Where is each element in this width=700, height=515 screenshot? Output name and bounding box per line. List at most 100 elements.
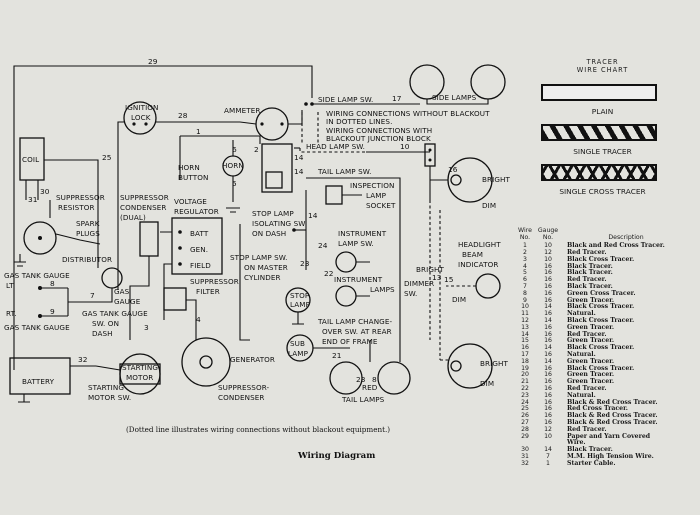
batt-label: BATT <box>190 229 209 238</box>
tracer-wire-chart: TRACER WIRE CHART PLAIN SINGLE TRACER SI… <box>535 58 670 204</box>
gauge-no-cell: 14 <box>544 344 552 352</box>
diagram-title: Wiring Diagram <box>298 451 376 461</box>
description-cell: Natural. <box>567 310 596 318</box>
gen-label: GEN. <box>190 245 208 254</box>
gauge-no-cell: 16 <box>544 384 552 392</box>
description-cell: Green Tracer. <box>567 378 615 386</box>
plain-swatch <box>541 84 657 101</box>
description-cell: Red Tracer. <box>567 248 607 256</box>
description-cell: Green Tracer. <box>567 296 615 304</box>
plain-label: PLAIN <box>591 107 614 116</box>
generator: GENERATOR <box>181 337 275 387</box>
table-row: Wire. <box>513 439 693 447</box>
description-cell: Black & Red Cross Tracer. <box>567 412 658 420</box>
description-cell: Black Cross Tracer. <box>567 364 635 372</box>
gauge-no-cell: 16 <box>544 262 552 270</box>
condenser-label: CONDENSER <box>218 393 265 402</box>
description-cell: Starter Cable. <box>567 459 616 467</box>
svg-text:22: 22 <box>324 269 333 278</box>
description-cell: Green Cross Tracer. <box>567 289 636 297</box>
single-tracer-swatch <box>541 124 657 141</box>
lock-label: LOCK <box>131 113 151 122</box>
tail-lamp-changeover-label: TAIL LAMP CHANGE- <box>317 317 392 326</box>
beam-indicator-lamp <box>475 273 501 299</box>
gauge-no-cell: 16 <box>544 269 552 277</box>
battery: BATTERY <box>9 357 71 395</box>
description-cell: Black Cross Tracer. <box>567 316 635 324</box>
lt-label: LT. <box>6 281 15 290</box>
horn: HORN <box>222 155 244 177</box>
svg-text:14: 14 <box>308 211 318 220</box>
description-cell: M.M. High Tension Wire. <box>567 452 654 460</box>
lower-bright-label: BRIGHT <box>480 359 509 368</box>
wire-no-cell: 23 <box>521 391 529 399</box>
svg-text:1: 1 <box>196 127 201 136</box>
tracer-chart-subtitle: WIRE CHART <box>576 66 629 74</box>
description-cell: Black Tracer. <box>567 446 613 454</box>
suppressor-resistor-label-2: RESISTOR <box>58 203 95 212</box>
instrument-lamps-label: INSTRUMENT <box>334 275 383 284</box>
description-cell: Black & Red Cross Tracer. <box>567 398 658 406</box>
coil-label: COIL <box>22 155 39 164</box>
inspection-label: INSPECTION <box>350 181 395 190</box>
gas-gauge <box>101 267 123 289</box>
suppressor-condenser-dual-label: SUPPRESSOR <box>120 193 169 202</box>
svg-text:13: 13 <box>432 273 442 282</box>
gauge-no-header: No. <box>542 233 554 241</box>
gauge-no-cell: 16 <box>544 418 552 426</box>
svg-text:15: 15 <box>444 275 454 284</box>
wire-no-cell: 2 <box>523 248 527 256</box>
svg-text:28: 28 <box>178 111 188 120</box>
wire-no-cell: 15 <box>521 337 529 345</box>
rt-label: RT. <box>6 309 17 318</box>
generator-label: GENERATOR <box>230 355 275 364</box>
wire-no-cell: 31 <box>521 452 529 460</box>
svg-text:23: 23 <box>356 375 366 384</box>
starting-label: STARTING <box>122 363 158 372</box>
svg-text:16: 16 <box>448 165 458 174</box>
gas-label: GAS <box>114 287 130 296</box>
isolating-sw-label: ISOLATING SW <box>252 219 305 228</box>
wire-no-cell: 7 <box>523 282 527 290</box>
wire-header: Wire <box>518 227 532 234</box>
svg-text:17: 17 <box>392 94 402 103</box>
condenser-dual-label-3: (DUAL) <box>120 213 146 222</box>
spark-label: SPARK <box>76 219 100 228</box>
svg-text:6: 6 <box>232 145 237 154</box>
end-of-frame-label: END OF FRAME <box>322 337 378 346</box>
bright-label: BRIGHT <box>482 175 510 184</box>
instrument-lamp-2 <box>335 285 357 307</box>
dimmer-sw-label: SW. <box>404 289 417 298</box>
description-cell: Green Tracer. <box>567 357 615 365</box>
starting-motor: STARTING MOTOR <box>119 353 161 395</box>
side-lamp-sw-label: SIDE LAMP SW. <box>318 95 373 104</box>
stop-label: STOP <box>290 291 310 300</box>
condenser-dual-label-2: CONDENSER <box>120 203 167 212</box>
dim-label: DIM <box>482 201 496 210</box>
description-cell: Black Cross Tracer. <box>567 303 635 311</box>
battery-label: BATTERY <box>22 377 55 386</box>
wire-no-header: No. <box>519 233 531 241</box>
on-master-label: ON MASTER <box>244 263 288 272</box>
note-with-blackout: WIRING CONNECTIONS WITH <box>326 126 432 135</box>
gauge-no-cell: 16 <box>544 289 552 297</box>
ignition-label: IGNITION <box>125 103 159 112</box>
ignition-coil: COIL <box>19 137 45 181</box>
gauge-no-cell: 7 <box>546 452 550 460</box>
lower-dim-label: DIM <box>480 379 494 388</box>
wire-no-cell: 22 <box>521 384 529 392</box>
distributor: DISTRIBUTOR <box>23 221 112 264</box>
headlamp-lower: BRIGHT DIM <box>447 343 509 389</box>
suppressor-filter <box>163 287 187 311</box>
gauge-no-cell: 16 <box>544 398 552 406</box>
